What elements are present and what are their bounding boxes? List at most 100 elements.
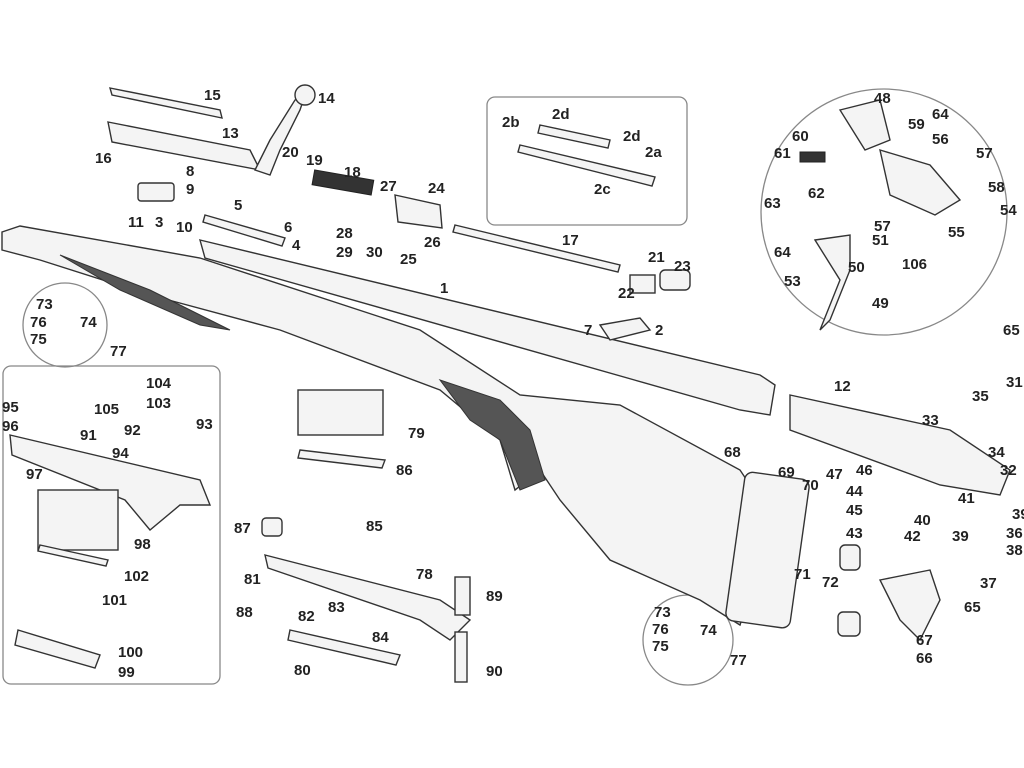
part-number-label: 87 — [234, 520, 251, 537]
part-number-label: 103 — [146, 395, 171, 412]
part-number-label: 18 — [344, 164, 361, 181]
part-number-label: 105 — [94, 401, 119, 418]
part-number-label: 22 — [618, 285, 635, 302]
part-number-label: 2b — [502, 114, 520, 131]
part-number-label: 82 — [298, 608, 315, 625]
part-number-label: 73 — [654, 604, 671, 621]
magazine-box — [37, 489, 119, 551]
part-number-label: 101 — [102, 592, 127, 609]
part-number-label: 47 — [826, 466, 843, 483]
part-number-label: 30 — [366, 244, 383, 261]
recoil-pad — [725, 471, 810, 629]
rear-sight — [598, 317, 652, 341]
part-number-label: 80 — [294, 662, 311, 679]
part-number-label: 19 — [306, 152, 323, 169]
part-number-label: 5 — [234, 197, 242, 214]
part-number-label: 91 — [80, 427, 97, 444]
part-number-label: 36 — [1006, 525, 1023, 542]
trigger-housing — [879, 148, 962, 216]
part-number-label: 81 — [244, 571, 261, 588]
part-number-label: 17 — [562, 232, 579, 249]
part-number-label: 90 — [486, 663, 503, 680]
part-number-label: 84 — [372, 629, 389, 646]
part-number-label: 102 — [124, 568, 149, 585]
part-number-label: 13 — [222, 125, 239, 142]
part-number-label: 37 — [980, 575, 997, 592]
part-number-label: 65 — [1003, 322, 1020, 339]
part-number-label: 92 — [124, 422, 141, 439]
sling-swivel-detail-circle-left — [22, 282, 108, 368]
part-number-label: 21 — [648, 249, 665, 266]
receiver — [789, 394, 1011, 496]
recoil-pad-spacer — [839, 544, 861, 571]
scope-base-upper — [537, 124, 611, 149]
part-number-label: 12 — [834, 378, 851, 395]
part-number-label: 55 — [948, 224, 965, 241]
part-number-label: 20 — [282, 144, 299, 161]
part-number-label: 67 — [916, 632, 933, 649]
part-number-label: 2d — [623, 128, 641, 145]
safety-cap — [659, 269, 691, 291]
part-number-label: 60 — [792, 128, 809, 145]
part-number-label: 83 — [328, 599, 345, 616]
part-number-label: 2d — [552, 106, 570, 123]
part-number-label: 28 — [336, 225, 353, 242]
part-number-label: 4 — [292, 237, 301, 254]
part-number-label: 2 — [655, 322, 663, 339]
scope-mount-inset-frame — [486, 96, 688, 226]
part-number-label: 78 — [416, 566, 433, 583]
part-number-label: 2a — [645, 144, 662, 161]
part-number-label: 40 — [914, 512, 931, 529]
bolt-handle — [254, 93, 307, 176]
part-number-label: 1 — [440, 280, 448, 297]
part-number-label: 56 — [932, 131, 949, 148]
magazine-box-center — [297, 389, 384, 436]
part-number-label: 59 — [908, 116, 925, 133]
part-number-label: 35 — [972, 388, 989, 405]
pillar-bushing — [261, 517, 283, 537]
magazine-inset-frame — [2, 365, 221, 685]
stock-checkering-grip — [438, 379, 546, 491]
part-number-label: 65 — [964, 599, 981, 616]
part-number-label: 72 — [822, 574, 839, 591]
part-number-label: 39 — [952, 528, 969, 545]
safety-lever — [629, 274, 656, 294]
part-number-label: 11 — [128, 214, 144, 231]
part-number-label: 94 — [112, 445, 129, 462]
part-number-label: 39 — [1012, 506, 1024, 523]
part-number-label: 76 — [652, 621, 669, 638]
part-number-label: 69 — [778, 464, 795, 481]
part-number-label: 41 — [958, 490, 975, 507]
part-number-label: 29 — [336, 244, 353, 261]
part-number-label: 95 — [2, 399, 19, 416]
part-number-label: 46 — [856, 462, 873, 479]
bottom-metal — [264, 554, 472, 641]
part-number-label: 74 — [700, 622, 717, 639]
part-number-label: 100 — [118, 644, 143, 661]
part-number-label: 3 — [155, 214, 163, 231]
guard-screw — [454, 631, 468, 683]
part-number-label: 49 — [872, 295, 889, 312]
part-number-label: 14 — [318, 90, 335, 107]
part-number-label: 45 — [846, 502, 863, 519]
barrel — [199, 239, 776, 416]
part-number-label: 23 — [674, 258, 691, 275]
part-number-label: 89 — [486, 588, 503, 605]
part-number-label: 48 — [874, 90, 891, 107]
part-number-label: 64 — [774, 244, 791, 261]
part-number-label: 85 — [366, 518, 383, 535]
part-number-label: 79 — [408, 425, 425, 442]
trigger-blade — [813, 234, 851, 331]
part-number-label: 75 — [30, 331, 47, 348]
part-number-label: 16 — [95, 150, 112, 167]
part-number-label: 33 — [922, 412, 939, 429]
part-number-label: 57 — [874, 218, 891, 235]
bolt-shroud — [394, 194, 443, 229]
part-number-label: 77 — [730, 652, 747, 669]
trigger-detail-circle — [760, 88, 1008, 336]
part-number-label: 74 — [80, 314, 97, 331]
part-number-label: 25 — [400, 251, 417, 268]
